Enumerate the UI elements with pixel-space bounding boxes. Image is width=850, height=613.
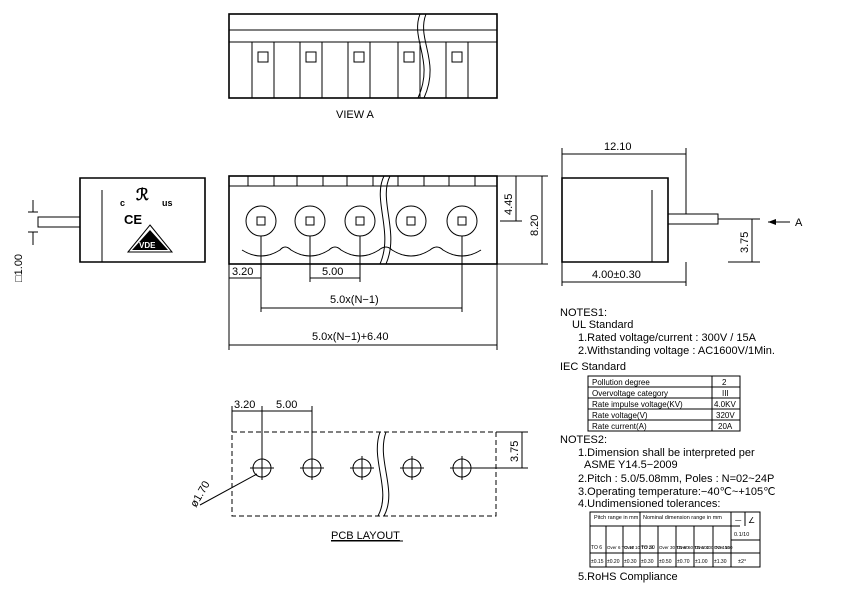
pcb-layout: 3.20 5.00 3.75 ø1.70 PCB LAYOUT [188, 399, 528, 542]
tol-angle: ±2° [738, 559, 746, 565]
iec-row-label: Rate impulse voltage(KV) [592, 400, 683, 409]
tol-value: ±0.15 [591, 559, 604, 565]
tol-col: Over 30 TO 60 [659, 545, 689, 550]
dim-depth: 4.00±0.30 [592, 269, 641, 281]
tol-value: ±1.30 [714, 559, 727, 565]
notes2-item: 1.Dimension shall be interpreted per [578, 447, 755, 459]
tol-head-nominal: Nominal dimension range in mm [643, 515, 722, 521]
dim-height-top: 4.45 [503, 194, 515, 215]
dim-height: 8.20 [529, 215, 541, 236]
dim-span: 5.0x(N−1) [330, 294, 379, 306]
angle-icon: ∠ [748, 516, 755, 525]
iec-row-value: 20A [718, 422, 733, 431]
ul-us-mark: us [162, 198, 173, 208]
rohs-note: 5.RoHS Compliance [578, 571, 678, 583]
tol-col: Over 60 TO 100 [677, 545, 710, 550]
view-a: VIEW A [228, 13, 498, 121]
dim-first-pitch: 3.20 [232, 266, 253, 278]
pcb-dim-pitch: 5.00 [276, 399, 297, 411]
tol-col: Over 10 TO 24 [624, 545, 654, 550]
vde-triangle-icon [132, 230, 168, 250]
pcb-dim-first: 3.20 [234, 399, 255, 411]
notes2-heading: NOTES2: [560, 434, 607, 446]
dim-total: 5.0x(N−1)+6.40 [312, 331, 388, 343]
front-view: 4.45 8.20 3.20 5.00 5.0x(N−1) 5.0x(N−1)+… [228, 175, 548, 350]
iec-heading: IEC Standard [560, 361, 626, 373]
tol-col: Over 6 TO 10 [607, 545, 635, 550]
view-a-label: VIEW A [336, 109, 375, 121]
iec-row-label: Rate voltage(V) [592, 411, 648, 420]
view-arrow-label: A [795, 217, 803, 229]
flatness-icon: ⏤ [735, 516, 742, 525]
tol-value: ±0.50 [659, 559, 672, 565]
ul-heading: UL Standard [572, 319, 633, 331]
notes2-item: 3.Operating temperature:−40℃~+105℃ [578, 486, 775, 498]
notes2-item: 4.Undimensioned tolerances: [578, 498, 720, 510]
left-view: □1.00 c ℛ us CE VDE [13, 177, 206, 282]
ul-item: 1.Rated voltage/current : 300V / 15A [578, 332, 757, 344]
tol-value: ±1.00 [695, 559, 708, 565]
pcb-dim-height: 3.75 [509, 441, 521, 462]
ce-mark: CE [124, 212, 142, 227]
notes1: NOTES1: UL Standard 1.Rated voltage/curr… [560, 307, 775, 432]
tol-col: TO 6 [591, 545, 602, 551]
tol-col: Over 100 TO 150 [695, 545, 730, 550]
dim-width: 12.10 [604, 141, 632, 153]
pcb-layout-label: PCB LAYOUT [331, 530, 400, 542]
pcb-hole-dim: ø1.70 [188, 479, 212, 509]
tol-value: ±0.30 [641, 559, 654, 565]
iec-row-value: 320V [716, 411, 735, 420]
tolerance-table [589, 511, 761, 568]
iec-row-value: III [722, 389, 729, 398]
side-view: 12.10 3.75 4.00±0.30 A [561, 141, 803, 286]
vde-mark: VDE [139, 241, 156, 250]
tol-col: Over 150 [714, 545, 733, 550]
notes1-heading: NOTES1: [560, 307, 607, 319]
tol-value: ±0.20 [607, 559, 620, 565]
dim-pin-height: 3.75 [739, 232, 751, 253]
iec-table [587, 375, 741, 432]
notes2-item: ASME Y14.5−2009 [584, 459, 678, 471]
ul-logo-icon: ℛ [136, 187, 149, 204]
tol-col: TO 30 [641, 545, 655, 551]
pin-size-dim: □1.00 [13, 254, 25, 282]
iec-row-value: 4.0KV [714, 400, 736, 409]
ul-item: 2.Withstanding voltage : AC1600V/1Min. [578, 345, 775, 357]
iec-row-label: Rate current(A) [592, 422, 647, 431]
tol-value: ±0.70 [677, 559, 690, 565]
notes2-item: 2.Pitch : 5.0/5.08mm, Poles : N=02~24P [578, 473, 774, 485]
tol-flat: 0.1/10 [734, 532, 749, 538]
tol-value: ±0.30 [624, 559, 637, 565]
notes2: NOTES2: 1.Dimension shall be interpreted… [560, 434, 775, 583]
tol-head-pitch: Pitch range in mm [594, 515, 639, 521]
iec-row-label: Overvoltage category [592, 389, 668, 398]
iec-row-label: Pollution degree [592, 378, 650, 387]
dim-pitch: 5.00 [322, 266, 343, 278]
iec-row-value: 2 [722, 378, 727, 387]
ul-c-mark: c [120, 198, 125, 208]
